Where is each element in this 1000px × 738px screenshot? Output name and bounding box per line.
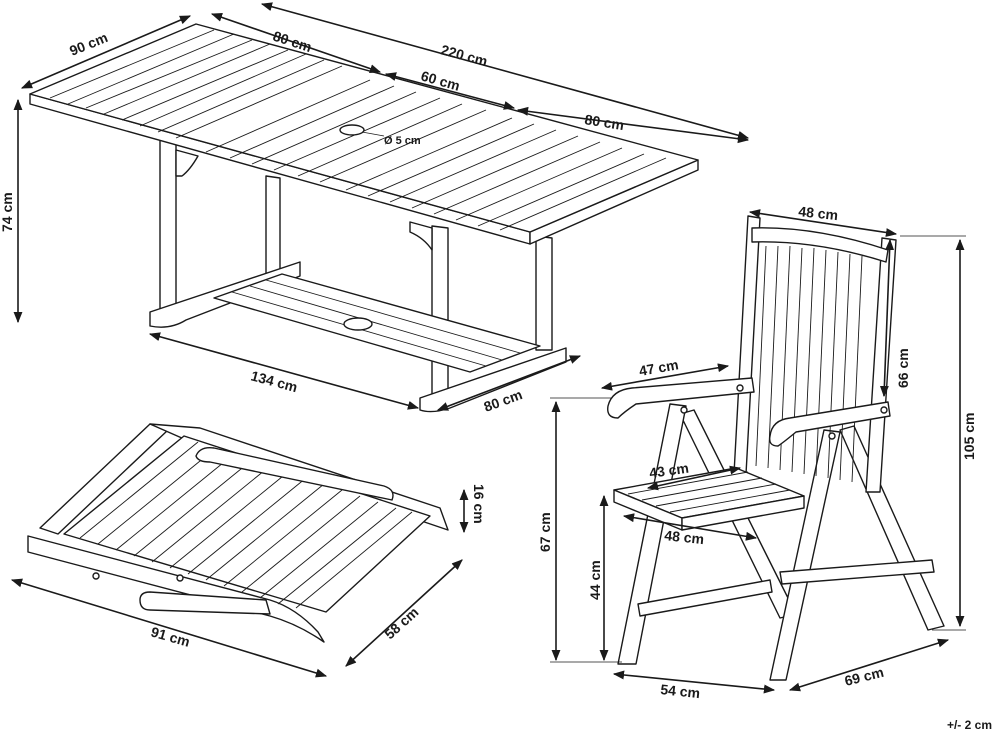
label-folded-thickness: 16 cm bbox=[471, 484, 487, 524]
tolerance-note: +/- 2 cm bbox=[946, 718, 992, 732]
label-chair-base-depth: 69 cm bbox=[843, 664, 885, 689]
label-folded-width: 58 cm bbox=[381, 604, 421, 642]
chair-bolt-1 bbox=[736, 384, 744, 392]
table-leg-front-left bbox=[431, 225, 449, 399]
label-table-base-length: 134 cm bbox=[249, 367, 299, 395]
table-bracket-left bbox=[175, 149, 199, 177]
label-chair-armrest-height: 67 cm bbox=[537, 512, 553, 552]
table-leg-back-left bbox=[159, 139, 177, 313]
label-chair-back-height: 66 cm bbox=[895, 348, 911, 388]
table-parasol-hole bbox=[339, 124, 365, 136]
label-chair-seat-height: 44 cm bbox=[587, 560, 603, 600]
folded-chair-drawing bbox=[27, 423, 449, 643]
folded-chair-bolt-1 bbox=[92, 572, 100, 580]
label-table-hole: Ø 5 cm bbox=[384, 135, 421, 147]
chair-bolt-4 bbox=[828, 432, 836, 440]
label-chair-back-width: 48 cm bbox=[798, 203, 839, 223]
label-table-total-length: 220 cm bbox=[439, 41, 489, 69]
label-chair-total-height: 105 cm bbox=[961, 413, 977, 460]
chair-backrest-top bbox=[751, 227, 889, 263]
table-leg-front-right bbox=[535, 235, 553, 351]
label-chair-seat-depth: 43 cm bbox=[648, 460, 690, 481]
table-dimensions bbox=[13, 2, 750, 411]
folded-chair-bolt-2 bbox=[176, 574, 184, 582]
table-shelf-hole bbox=[343, 317, 373, 331]
reclining-chair-drawing bbox=[607, 215, 945, 681]
table-leg-back-right bbox=[265, 175, 281, 283]
label-chair-seat-width: 48 cm bbox=[664, 527, 705, 547]
label-folded-length: 91 cm bbox=[149, 624, 192, 650]
table-bracket-right bbox=[409, 221, 433, 251]
chair-back-leg-right bbox=[839, 425, 945, 631]
chair-backrest-post-right bbox=[865, 237, 897, 493]
extendable-table-drawing bbox=[29, 23, 699, 413]
chair-bolt-2 bbox=[880, 406, 888, 414]
chair-backrest-post-left bbox=[733, 215, 761, 475]
label-table-depth: 90 cm bbox=[67, 29, 110, 59]
label-table-leaf-right: 80 cm bbox=[584, 111, 626, 133]
chair-bolt-3 bbox=[680, 406, 688, 414]
label-chair-armrest-depth: 47 cm bbox=[638, 356, 680, 379]
chair-backrest-slats bbox=[755, 245, 863, 483]
label-chair-base-width: 54 cm bbox=[660, 681, 701, 701]
chair-front-leg-right bbox=[769, 429, 841, 681]
chair-lower-stretcher bbox=[637, 579, 773, 617]
label-table-height: 74 cm bbox=[0, 192, 15, 232]
folded-chair-armrest bbox=[195, 446, 394, 501]
chair-armrest-right bbox=[768, 401, 891, 447]
chair-rear-stretcher bbox=[779, 559, 935, 585]
